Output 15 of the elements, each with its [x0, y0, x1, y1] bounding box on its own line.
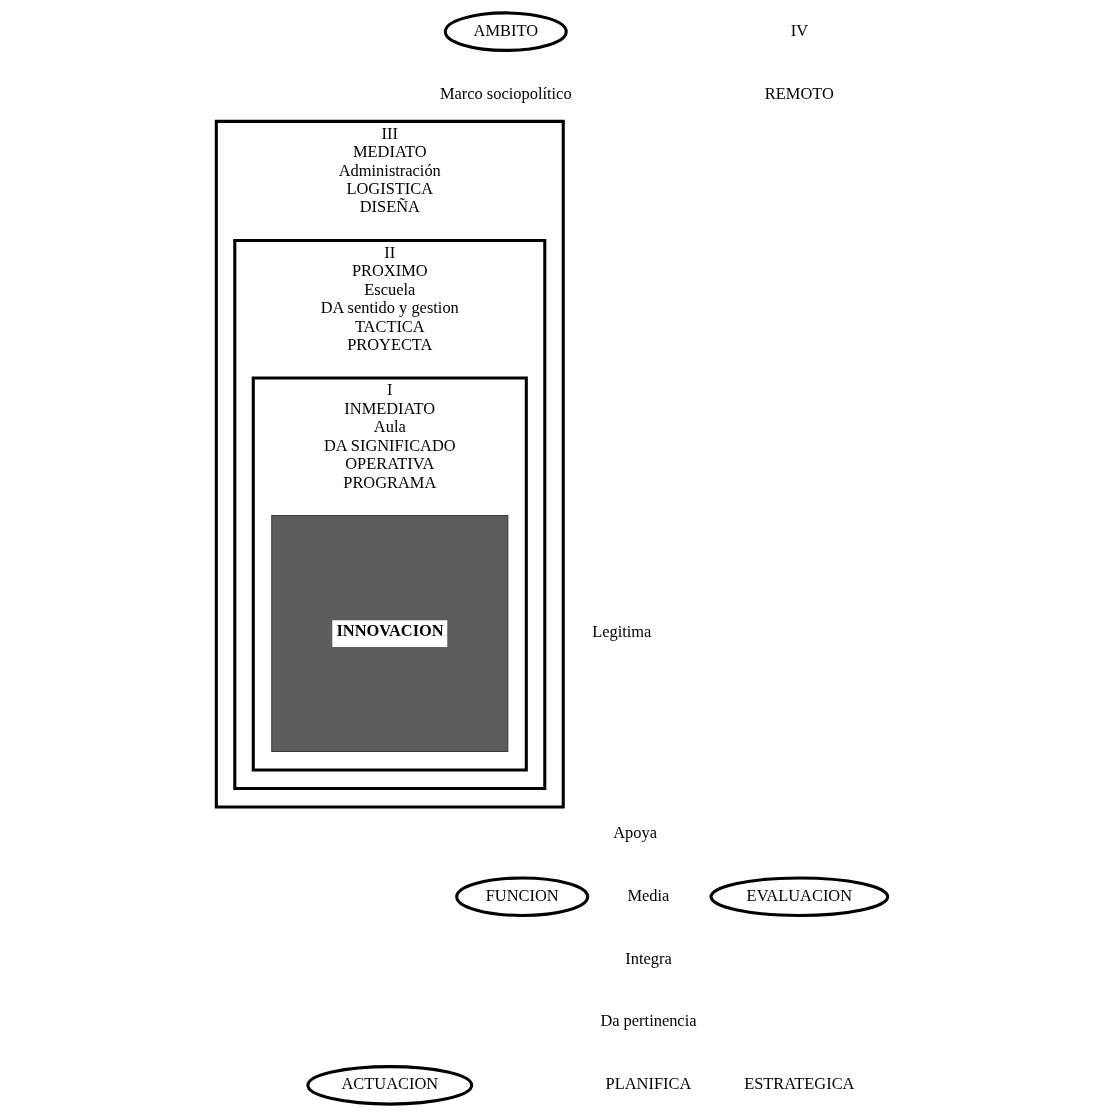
- node-box: INNOVACION: [270, 515, 508, 753]
- label: REMOTO: [764, 83, 834, 103]
- label: Integra: [624, 948, 672, 968]
- label: Apoya: [612, 822, 657, 842]
- node-ellipse: AMBITO: [443, 11, 568, 52]
- node-ellipse: EVALUACION: [709, 876, 889, 917]
- node-ellipse: FUNCION: [454, 876, 589, 917]
- label: Legitima: [591, 622, 651, 642]
- label: Marco sociopolítico: [439, 83, 572, 103]
- label: Media: [626, 885, 669, 905]
- label: IV: [790, 20, 808, 40]
- label: PLANIFICA: [605, 1074, 691, 1094]
- label: ESTRATEGICA: [743, 1074, 854, 1094]
- label: Da pertinencia: [599, 1011, 697, 1031]
- node-ellipse: ACTUACION: [305, 1065, 473, 1106]
